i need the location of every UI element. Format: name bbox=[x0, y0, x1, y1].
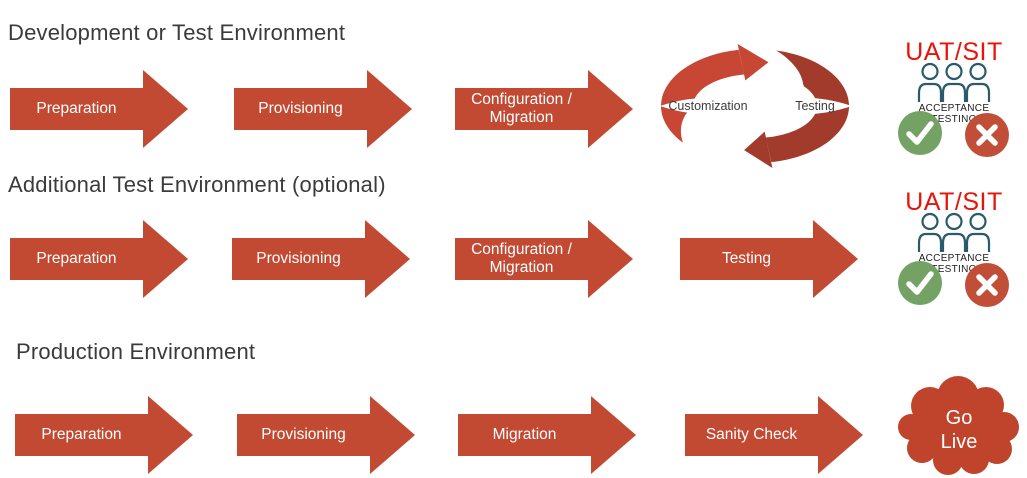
step-label: Preparation bbox=[10, 88, 143, 130]
row2-step-arrow-testing: Testing bbox=[680, 220, 858, 298]
row1-title: Development or Test Environment bbox=[8, 20, 346, 45]
arrow-head bbox=[367, 70, 412, 148]
cycle-label-testing: Testing bbox=[795, 99, 835, 113]
step-label: Provisioning bbox=[234, 88, 367, 130]
row3-step-arrow-migration: Migration bbox=[458, 396, 636, 474]
step-label: Configuration / Migration bbox=[455, 238, 588, 280]
step-label: Configuration / Migration bbox=[455, 88, 588, 130]
step-label: Preparation bbox=[10, 238, 143, 280]
arrow-head bbox=[588, 70, 633, 148]
row3-step-arrow-preparation: Preparation bbox=[15, 396, 193, 474]
caption-line: TESTING bbox=[931, 264, 977, 275]
row1-step-arrow-provisioning: Provisioning bbox=[234, 70, 412, 148]
arrow-head bbox=[818, 396, 863, 474]
arrow-head bbox=[588, 220, 633, 298]
cycle-label-customization: Customization bbox=[668, 99, 747, 113]
check-icon bbox=[898, 111, 942, 155]
people-icon bbox=[917, 62, 991, 105]
cross-icon bbox=[965, 263, 1009, 307]
uat-sit-title: UAT/SIT bbox=[905, 188, 1003, 216]
caption-line: TESTING bbox=[931, 114, 977, 125]
row2-step-arrow-preparation: Preparation bbox=[10, 220, 188, 298]
arrow-head bbox=[148, 396, 193, 474]
row3-title: Production Environment bbox=[16, 339, 256, 364]
row3-step-arrow-provisioning: Provisioning bbox=[237, 396, 415, 474]
caption-line: ACCEPTANCE bbox=[918, 253, 990, 264]
row2-step-arrow-provisioning: Provisioning bbox=[232, 220, 410, 298]
step-label: Migration bbox=[458, 414, 591, 456]
arrow-head bbox=[370, 396, 415, 474]
arrow-head bbox=[813, 220, 858, 298]
row2-step-arrow-configuration-migration: Configuration / Migration bbox=[455, 220, 633, 298]
step-label: Provisioning bbox=[232, 238, 365, 280]
cloud-icon bbox=[898, 376, 1019, 475]
arrow-head bbox=[143, 70, 188, 148]
label-notch bbox=[750, 97, 852, 115]
check-icon bbox=[898, 261, 942, 305]
step-label: Testing bbox=[680, 238, 813, 280]
arrow-head bbox=[143, 220, 188, 298]
go-live-label-line1: Go bbox=[946, 407, 973, 429]
step-label: Provisioning bbox=[237, 414, 370, 456]
go-live-cloud: Go Live bbox=[898, 376, 1019, 475]
label-notch bbox=[660, 98, 754, 114]
step-label: Preparation bbox=[15, 414, 148, 456]
arrow-head bbox=[591, 396, 636, 474]
cycle-arrows-icon bbox=[661, 44, 849, 168]
go-live-label-line2: Live bbox=[941, 431, 978, 453]
customization-testing-cycle-icon: Customization Testing bbox=[660, 44, 852, 168]
row3-step-arrow-sanity-check: Sanity Check bbox=[685, 396, 863, 474]
step-label: Sanity Check bbox=[685, 414, 818, 456]
row1-step-arrow-configuration-migration: Configuration / Migration bbox=[455, 70, 633, 148]
row2-uat-sit-block: UAT/SIT ACCEPTANCE TESTING bbox=[883, 188, 1025, 310]
row1-uat-sit-block: UAT/SIT ACCEPTANCE TESTING bbox=[883, 38, 1025, 160]
people-icon bbox=[917, 212, 991, 255]
caption-line: ACCEPTANCE bbox=[918, 103, 990, 114]
uat-sit-title: UAT/SIT bbox=[905, 38, 1003, 66]
row1-step-arrow-preparation: Preparation bbox=[10, 70, 188, 148]
arrow-head bbox=[365, 220, 410, 298]
cross-icon bbox=[965, 113, 1009, 157]
row2-title: Additional Test Environment (optional) bbox=[8, 172, 386, 197]
